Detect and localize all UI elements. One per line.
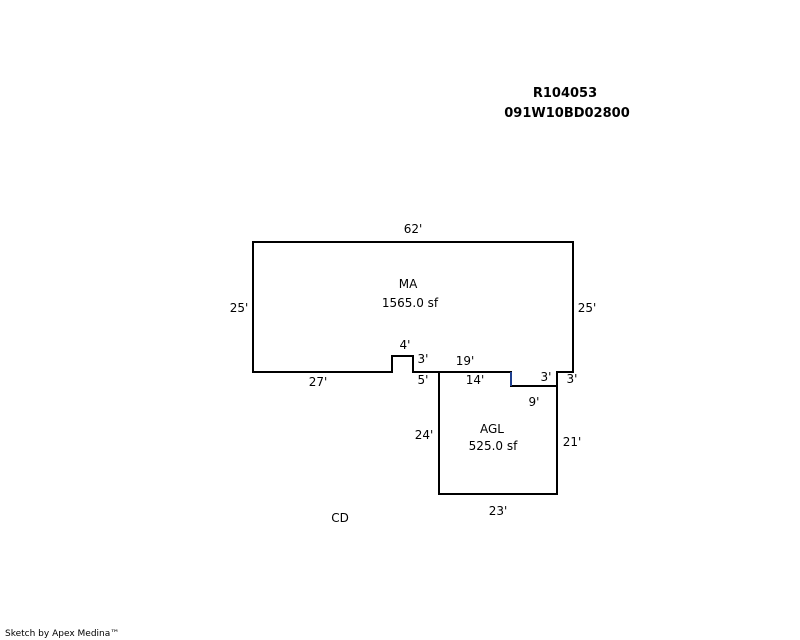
sketch-credit: Sketch by Apex Medina™ [5,629,119,639]
parcel-id: R104053 [533,86,597,101]
garage-area-code: AGL [480,422,504,436]
main-area-outline [252,241,574,387]
dim-garage-top-inner: 14' [466,373,485,387]
dim-bump-top: 4' [400,338,411,352]
dim-main-top: 62' [404,222,423,236]
dim-garage-bottom: 23' [489,504,508,518]
dim-main-right: 25' [578,301,597,315]
garage-outline [438,372,558,495]
main-area-size: 1565.0 sf [382,296,439,310]
dim-step-right: 5' [418,373,429,387]
dim-garage-top: 19' [456,354,475,368]
dim-garage-right: 21' [563,435,582,449]
dim-main-bottom-left: 27' [309,375,328,389]
dim-corner-right: 3' [567,372,578,386]
garage-area-size: 525.0 sf [469,439,518,453]
cd-label: CD [331,511,349,525]
dim-bump-right: 3' [418,352,429,366]
dim-notch-bottom: 9' [529,395,540,409]
dim-notch-right: 3' [541,370,552,384]
dim-garage-left: 24' [415,428,434,442]
main-area-code: MA [399,277,418,291]
dim-main-left: 25' [230,301,249,315]
map-number: 091W10BD02800 [504,106,630,121]
